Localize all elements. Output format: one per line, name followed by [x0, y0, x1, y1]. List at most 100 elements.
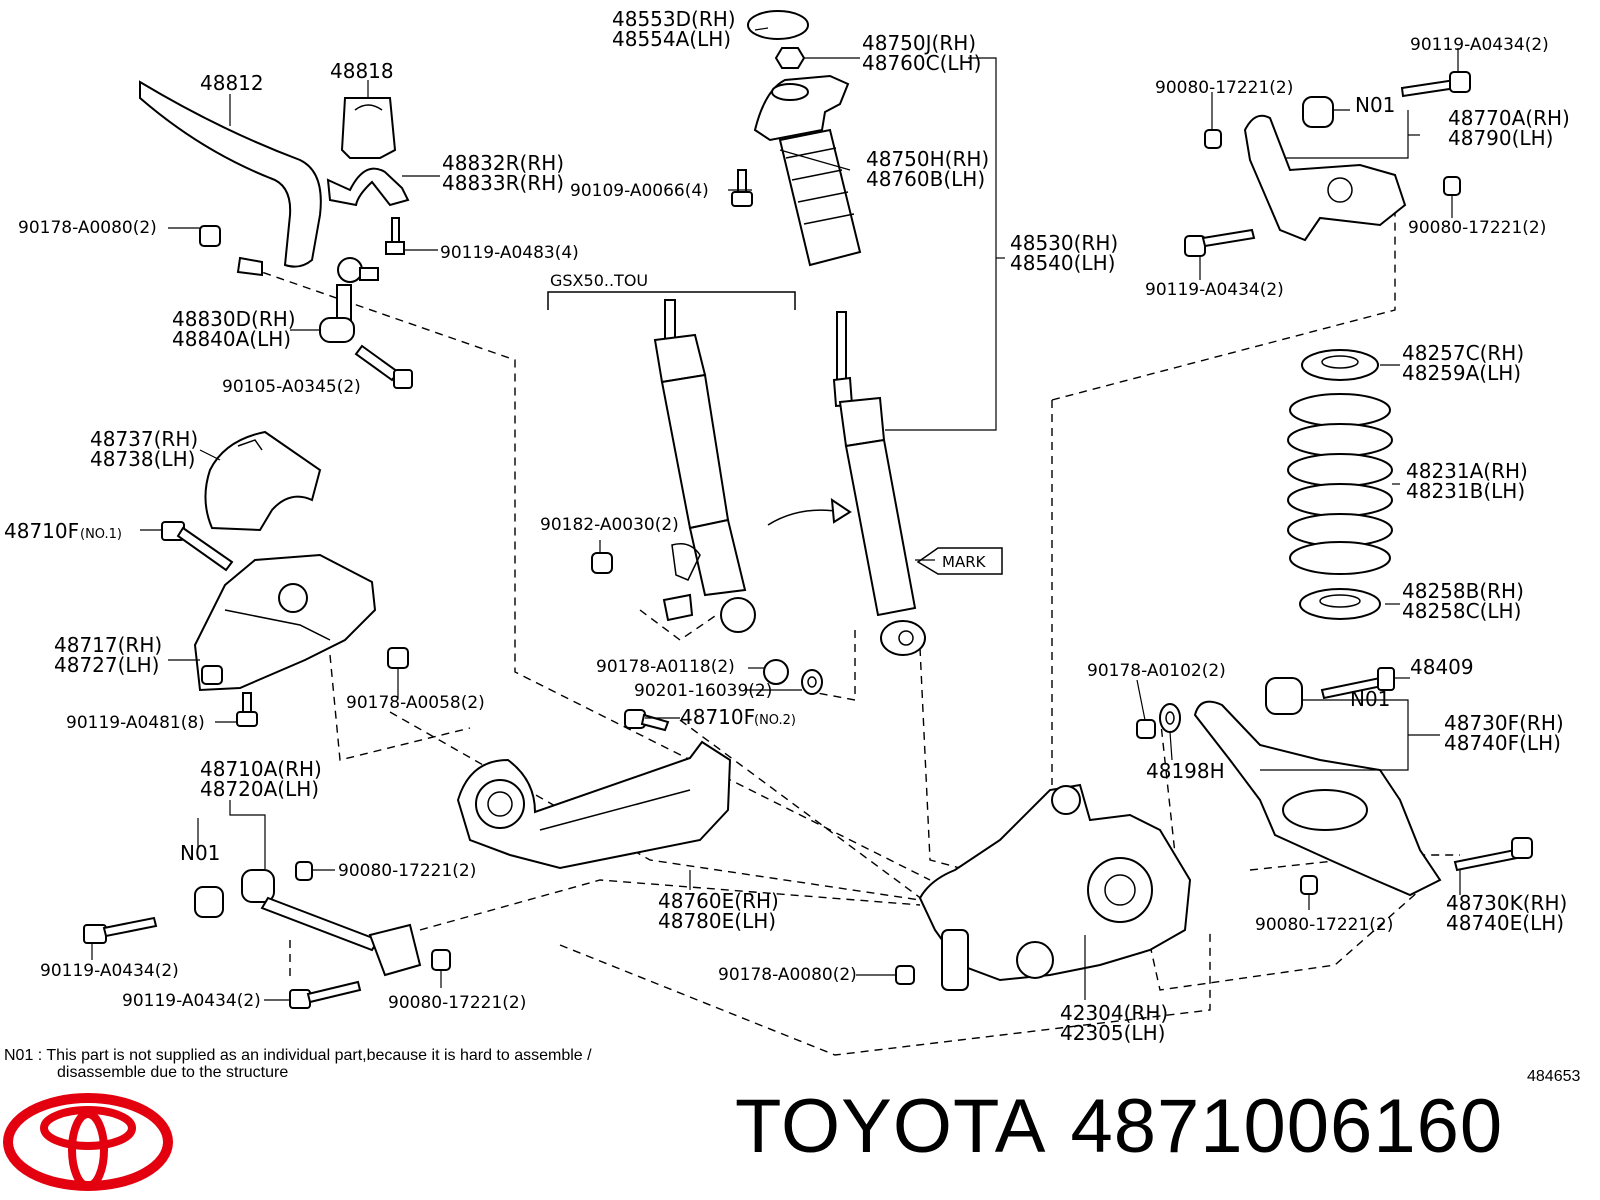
- label-48258b: 48258B(RH): [1402, 579, 1524, 603]
- label-48780e: 48780E(LH): [658, 909, 776, 933]
- label-48710f-no2: 48710F: [680, 705, 755, 729]
- label-48198h: 48198H: [1146, 759, 1225, 783]
- note-line-2: disassemble due to the structure: [57, 1064, 288, 1081]
- bolt-48409: [1320, 667, 1395, 700]
- label-90119-a0434-left: 90119-A0434(2): [40, 961, 179, 981]
- nut-90178-a0102: [1136, 719, 1156, 739]
- mark-tag: MARK: [916, 547, 1003, 575]
- bolt-48730k: [1453, 837, 1533, 872]
- label-n01-right: N01: [1350, 687, 1390, 711]
- label-42304: 42304(RH): [1060, 1001, 1168, 1025]
- stabilizer-link: [319, 257, 379, 343]
- label-90178-a0080-bottom: 90178-A0080(2): [718, 965, 857, 985]
- label-48710a: 48710A(RH): [200, 757, 322, 781]
- label-48540: 48540(LH): [1010, 251, 1115, 275]
- label-90182-a0030: 90182-A0030(2): [540, 515, 679, 535]
- label-48760b: 48760B(LH): [866, 167, 985, 191]
- label-48770a: 48770A(RH): [1448, 106, 1570, 130]
- label-90119-a0481: 90119-A0481(8): [66, 713, 205, 733]
- label-48790: 48790(LH): [1448, 126, 1553, 150]
- stabilizer-bracket: [326, 167, 410, 207]
- rear-knuckle: [918, 783, 1192, 991]
- lateral-rod: [241, 869, 422, 977]
- nut-90080-lower-right: [1300, 875, 1318, 895]
- label-mark: MARK: [942, 553, 987, 571]
- label-90119-a0434-bottom: 90119-A0434(2): [122, 991, 261, 1011]
- label-90119-a0483: 90119-A0483(4): [440, 243, 579, 263]
- label-48750j: 48750J(RH): [862, 31, 976, 55]
- washer-90201: [801, 669, 823, 695]
- label-90109-a0066: 90109-A0066(4): [570, 181, 709, 201]
- label-48710f-no1-suffix: (NO.1): [80, 527, 122, 542]
- label-48258c: 48258C(LH): [1402, 599, 1521, 623]
- label-90178-a0058: 90178-A0058(2): [346, 693, 485, 713]
- label-48257c: 48257C(RH): [1402, 341, 1524, 365]
- bushing-n01-right: [1265, 677, 1303, 715]
- part-number: 4871006160: [1070, 1084, 1504, 1169]
- label-48231b: 48231B(LH): [1406, 479, 1525, 503]
- label-48530: 48530(RH): [1010, 231, 1118, 255]
- label-90178-a0102: 90178-A0102(2): [1087, 661, 1226, 681]
- label-48730k: 48730K(RH): [1446, 891, 1567, 915]
- label-48812: 48812: [200, 71, 264, 95]
- label-48738: 48738(LH): [90, 447, 195, 471]
- bolt-48710f-no2: [624, 709, 670, 732]
- upper-control-arm: [1243, 114, 1407, 242]
- dust-cover: [778, 128, 862, 267]
- label-90201-16039: 90201-16039(2): [634, 681, 772, 701]
- label-90178-a0118: 90178-A0118(2): [596, 657, 735, 677]
- label-90178-a0080-top: 90178-A0080(2): [18, 218, 157, 238]
- bolt-90109-a0066: [731, 169, 753, 207]
- label-48727: 48727(LH): [54, 653, 159, 677]
- label-gsx-variant: GSX50..TOU: [550, 271, 648, 290]
- label-n01-lower: N01: [180, 841, 220, 865]
- label-90080-bottom: 90080-17221(2): [388, 993, 526, 1013]
- nut-90080-bottom: [431, 949, 451, 971]
- lower-control-arm: [1193, 700, 1442, 897]
- label-48832r: 48832R(RH): [442, 151, 564, 175]
- label-90119-a0434-arm: 90119-A0434(2): [1145, 280, 1284, 300]
- label-48740f: 48740F(LH): [1444, 731, 1561, 755]
- assembly-dashed-lines: [249, 195, 1460, 1056]
- label-48737: 48737(RH): [90, 427, 198, 451]
- bolt-90119-a0434-arm: [1184, 228, 1256, 257]
- label-48710f-no1: 48710F: [4, 519, 79, 543]
- bolt-90119-a0481: [236, 692, 258, 727]
- stabilizer-bar: [139, 80, 322, 277]
- label-90080-right: 90080-17221(2): [1408, 218, 1546, 238]
- nut-90178-a0080-top: [199, 225, 221, 247]
- upper-nut: [774, 47, 806, 69]
- label-90105-a0345: 90105-A0345(2): [222, 377, 361, 397]
- label-48760c: 48760C(LH): [862, 51, 981, 75]
- nut-90178-a0080-bottom: [895, 965, 915, 985]
- toyota-logo-icon: [3, 1093, 173, 1191]
- nut-90080-left: [295, 861, 313, 881]
- bolt-48710f-no1: [161, 521, 234, 572]
- label-48720a: 48720A(LH): [200, 777, 319, 801]
- label-48818: 48818: [330, 59, 394, 83]
- label-48553d: 48553D(RH): [612, 7, 736, 31]
- label-48840a: 48840A(LH): [172, 327, 291, 351]
- label-90080-lower-right: 90080-17221(2): [1255, 915, 1393, 935]
- coil-spring: [1287, 393, 1393, 575]
- label-48740e: 48740E(LH): [1446, 911, 1564, 935]
- shock-absorber-gsx: [653, 299, 756, 633]
- label-48554a: 48554A(LH): [612, 27, 731, 51]
- stabilizer-bushing: [340, 97, 397, 159]
- label-48259a: 48259A(LH): [1402, 361, 1521, 385]
- label-48231a: 48231A(RH): [1406, 459, 1528, 483]
- nut-90080-top: [1204, 129, 1222, 149]
- label-n01-upper: N01: [1355, 93, 1395, 117]
- note-line-1: N01 : This part is not supplied as an in…: [4, 1047, 592, 1064]
- label-42305: 42305(LH): [1060, 1021, 1165, 1045]
- diagram-id: 484653: [1527, 1068, 1580, 1085]
- label-48833r: 48833R(RH): [442, 171, 564, 195]
- bolt-90105-a0345: [354, 344, 413, 389]
- label-48730f: 48730F(RH): [1444, 711, 1564, 735]
- upper-support: [753, 74, 850, 142]
- bushing-n01-lower: [194, 886, 224, 918]
- lower-spring-insulator: [1299, 588, 1381, 620]
- bolt-90119-a0483: [385, 217, 405, 255]
